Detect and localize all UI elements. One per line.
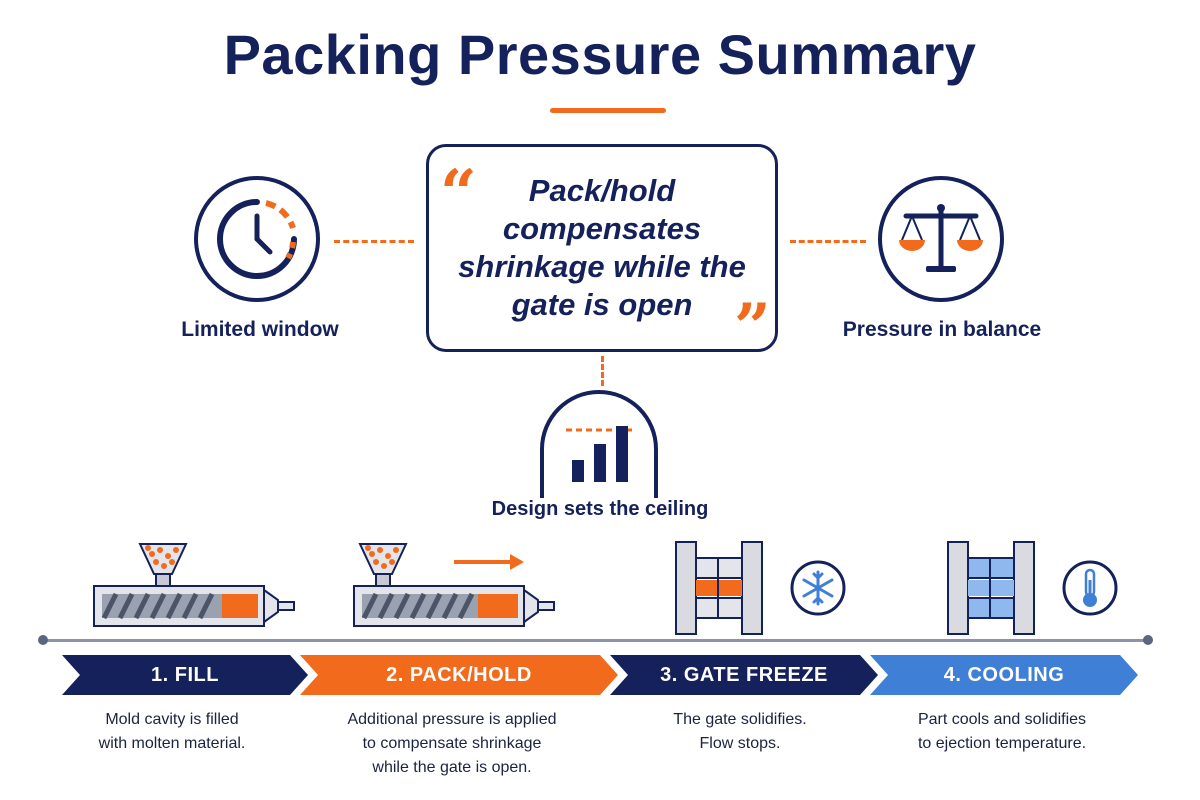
stage-gate-freeze: 3. GATE FREEZE (610, 655, 878, 695)
design-ceiling-label: Design sets the ceiling (491, 498, 709, 520)
mold-gate-freeze-icon (675, 541, 846, 635)
timeline-start-dot (38, 635, 48, 645)
limited-window-label: Limited window (181, 318, 339, 341)
pressure-balance-label: Pressure in balance (842, 318, 1042, 341)
limited-window-circle (194, 176, 320, 302)
design-ceiling-arch (540, 390, 658, 498)
close-quote-mark: ” (734, 290, 771, 365)
stage-fill-label: 1. FILL (151, 664, 219, 686)
connector-bottom (601, 356, 604, 386)
connector-right (790, 240, 866, 243)
stage-gate-freeze-label: 3. GATE FREEZE (660, 664, 828, 686)
stage-cooling: 4. COOLING (870, 655, 1138, 695)
stage-cooling-description: Part cools and solidifies to ejection te… (917, 711, 1087, 752)
quote-box (426, 144, 778, 352)
quote-text: Pack/hold compensates shrinkage while th… (458, 173, 746, 322)
stage-pack-hold-label: 2. PACK/HOLD (386, 664, 532, 686)
clock-icon (217, 199, 297, 279)
connector-left (334, 240, 414, 243)
stage-pack-hold-description: Additional pressure is applied to compen… (347, 711, 557, 776)
stage-fill-description: Mold cavity is filled with molten materi… (98, 711, 246, 752)
page-title: Packing Pressure Summary (223, 23, 977, 86)
timeline-end-dot (1143, 635, 1153, 645)
stage-cooling-label: 4. COOLING (943, 664, 1065, 686)
injection-unit-fill-icon (93, 543, 295, 627)
injection-unit-pack-icon (353, 543, 555, 627)
stage-fill: 1. FILL (62, 655, 308, 695)
pressure-balance-circle (878, 176, 1004, 302)
title-underline (550, 108, 666, 113)
stage-gate-freeze-description: The gate solidifies. Flow stops. (673, 711, 807, 752)
bar-chart-ceiling-icon (566, 426, 632, 482)
balance-scale-icon (899, 204, 983, 272)
stage-pack-hold: 2. PACK/HOLD (300, 655, 618, 695)
process-timeline (42, 639, 1150, 642)
open-quote-mark: “ (440, 156, 477, 231)
mold-cooling-icon (947, 541, 1118, 635)
